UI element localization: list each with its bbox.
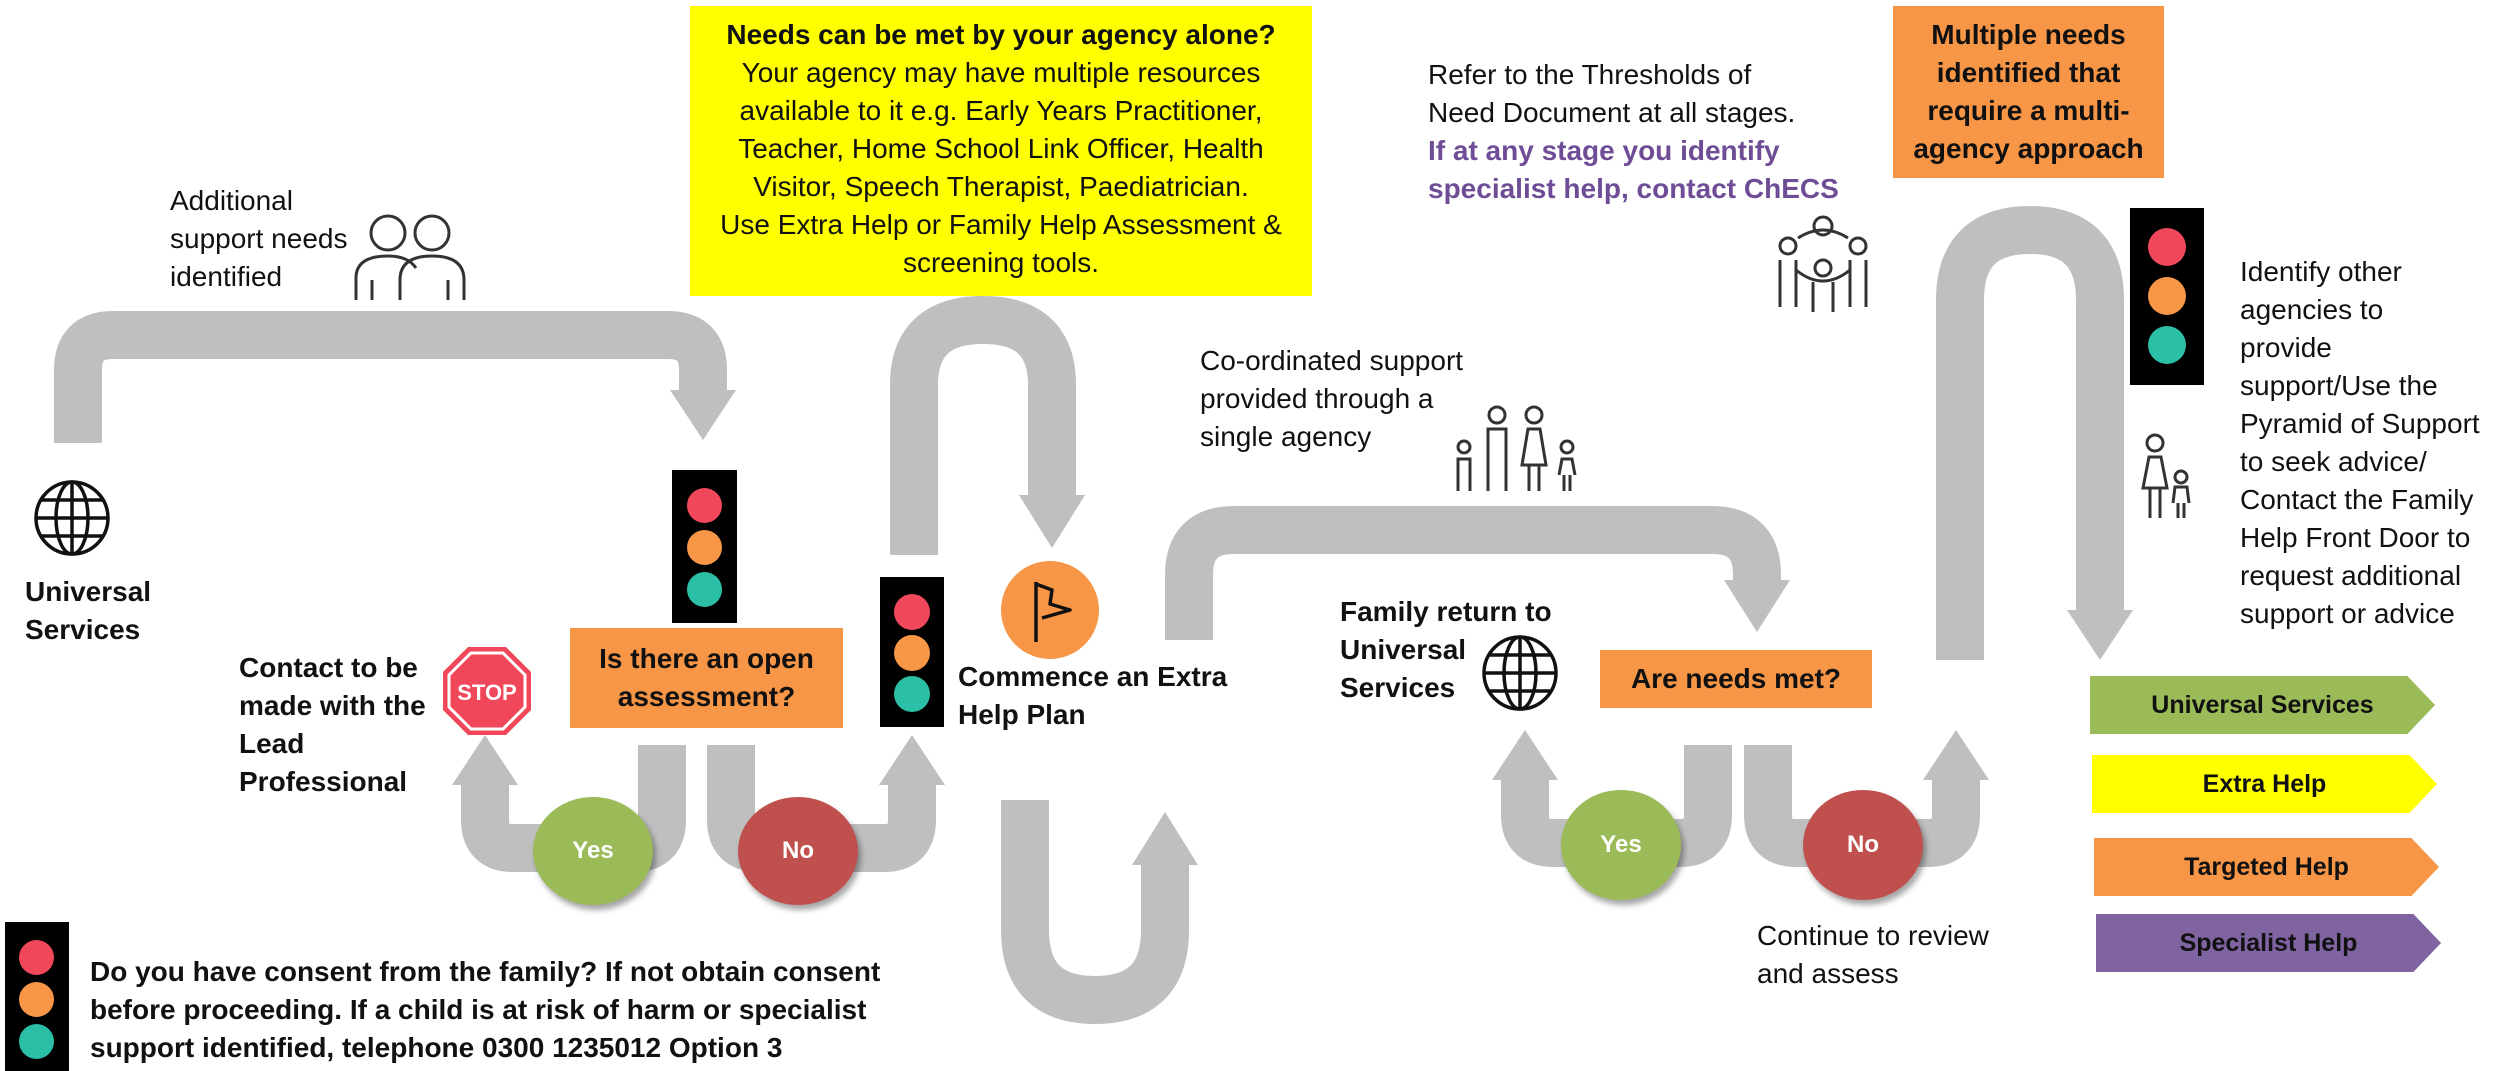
group-circle-icon: [1778, 215, 1868, 312]
amber-lamp: [19, 982, 54, 1017]
traffic-light-icon: [2130, 208, 2204, 385]
contact-lead-text: Contact to be made with the Lead Profess…: [239, 652, 426, 797]
commence-extra-help-text: Commence an Extra Help Plan: [958, 661, 1228, 730]
universal-services-label: Universal Services: [25, 576, 152, 645]
red-lamp: [894, 594, 930, 630]
parent-child-icon: [2141, 433, 2191, 518]
yes-option: Yes: [533, 797, 653, 905]
no-option: No: [738, 797, 858, 905]
identify-agencies-text: Identify other agencies to provide suppo…: [2240, 256, 2480, 629]
legend-specialist-help: Specialist Help: [2096, 914, 2441, 972]
consent-text: Do you have consent from the family? If …: [90, 956, 881, 1063]
continue-review-text: Continue to review and assess: [1757, 920, 1989, 989]
no-option: No: [1803, 790, 1923, 900]
family-icon: [1456, 405, 1577, 491]
open-assessment-box: Is there an open assessment?: [570, 628, 843, 728]
red-lamp: [2148, 228, 2186, 266]
globe-icon: [1482, 635, 1558, 711]
thresholds-text: Refer to the Thresholds of Need Document…: [1428, 59, 1839, 204]
family-return-text: Family return to Universal Services: [1340, 596, 1552, 703]
globe-icon: [34, 480, 110, 556]
stop-sign-icon: STOP: [443, 647, 531, 735]
teal-lamp: [687, 572, 722, 607]
yes-option: Yes: [1561, 790, 1681, 900]
traffic-light-icon: [880, 577, 944, 727]
legend-extra-help: Extra Help: [2092, 755, 2437, 813]
teal-lamp: [894, 676, 930, 712]
amber-lamp: [894, 635, 930, 671]
legend-universal-services: Universal Services: [2090, 676, 2435, 734]
stop-label: STOP: [457, 680, 517, 705]
needs-agency-alone-box: Needs can be met by your agency alone? Y…: [690, 6, 1312, 296]
coordinated-support-text: Co-ordinated support provided through a …: [1200, 345, 1464, 452]
two-people-icon: [354, 214, 466, 300]
multiple-needs-box: Multiple needs identified that require a…: [1893, 6, 2164, 178]
teal-lamp: [2148, 326, 2186, 364]
red-lamp: [687, 488, 722, 523]
amber-lamp: [687, 530, 722, 565]
flag-icon: [1001, 561, 1099, 659]
amber-lamp: [2148, 277, 2186, 315]
traffic-light-icon: [5, 922, 69, 1071]
needs-met-box: Are needs met?: [1600, 650, 1872, 708]
red-lamp: [19, 940, 54, 975]
legend-targeted-help: Targeted Help: [2094, 838, 2439, 896]
teal-lamp: [19, 1024, 54, 1059]
additional-support-text: Additional support needs identified: [170, 185, 348, 292]
traffic-light-icon: [672, 470, 737, 623]
